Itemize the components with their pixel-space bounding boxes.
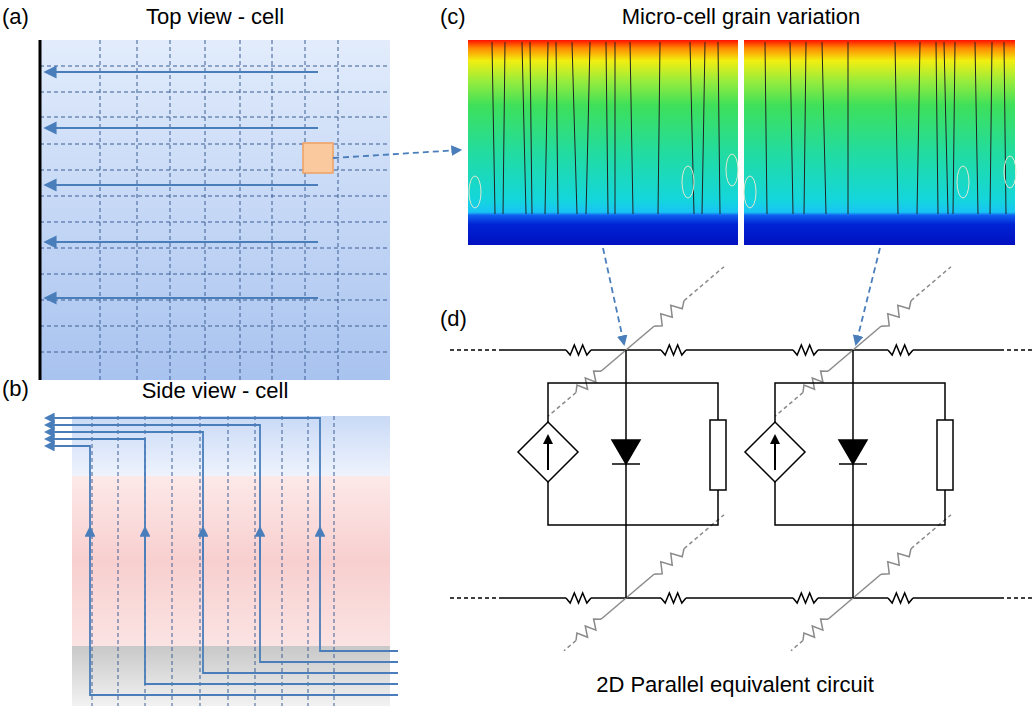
top-view-cell xyxy=(40,40,390,380)
panel-letter: (b) xyxy=(2,376,29,402)
panel-letter: (a) xyxy=(2,4,29,30)
side-view-cell xyxy=(46,416,398,706)
mapping-arrow xyxy=(603,248,624,344)
panel-title: Top view - cell xyxy=(146,4,284,30)
caption-text: 2D Parallel equivalent circuit xyxy=(596,672,874,698)
zoom-arrow xyxy=(333,150,460,158)
panel-letter: (c) xyxy=(440,4,466,30)
panel-letter: (d) xyxy=(440,306,467,332)
panel-title: Side view - cell xyxy=(142,378,289,404)
micro-cell-images xyxy=(468,40,1016,245)
panel-title: Micro-cell grain variation xyxy=(622,4,860,30)
micro-cell-marker xyxy=(303,143,333,173)
equivalent-circuit xyxy=(450,267,1034,651)
